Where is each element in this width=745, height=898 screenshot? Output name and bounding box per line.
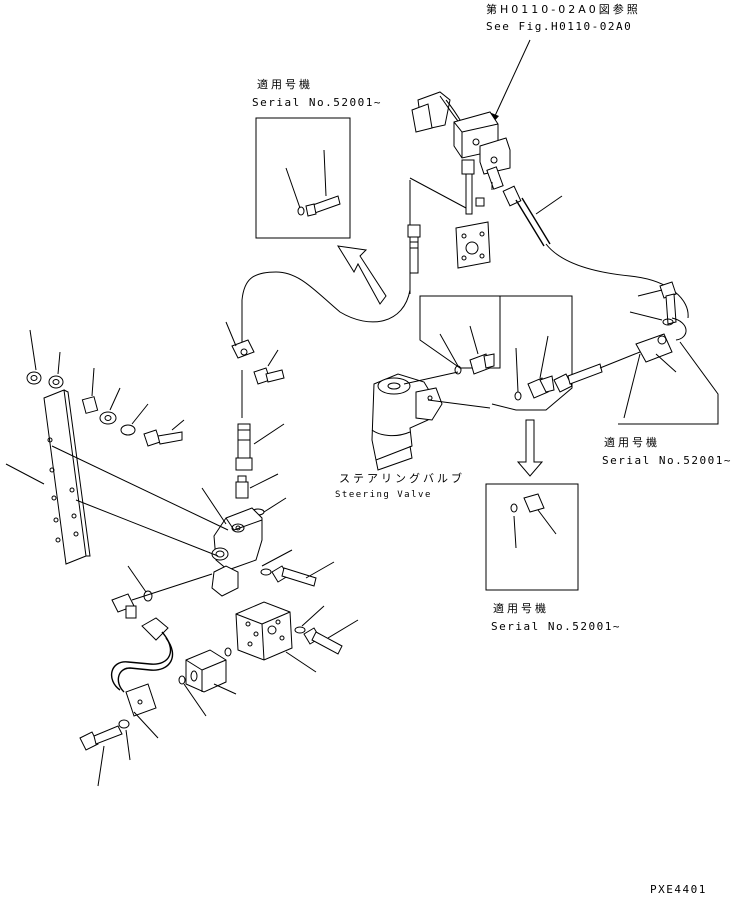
washer bbox=[26, 371, 42, 385]
clamp-bolt bbox=[253, 349, 285, 385]
lock-washer bbox=[120, 424, 136, 436]
callout-arrow-up bbox=[337, 245, 387, 305]
o-ring bbox=[178, 675, 186, 685]
leader bbox=[629, 311, 663, 321]
serial-box-3-jp: 適用号機 bbox=[604, 435, 660, 449]
leader bbox=[183, 683, 207, 717]
washer bbox=[662, 318, 674, 326]
leader bbox=[469, 325, 479, 355]
top-fig-ref-jp: 第H0110-02A0図参照 bbox=[486, 2, 641, 16]
serial-box-1-en: Serial No.52001~ bbox=[252, 96, 382, 109]
clip-clamp bbox=[225, 321, 255, 359]
leader bbox=[97, 745, 105, 787]
hex-bolt bbox=[79, 725, 123, 751]
elbow-fitting bbox=[111, 573, 213, 619]
pipe-elbow bbox=[235, 423, 253, 471]
serial-box-1-frame bbox=[255, 117, 351, 239]
leader bbox=[327, 619, 359, 639]
serial-box-2-frame bbox=[485, 483, 579, 591]
steering-valve-label-en: Steering Valve bbox=[335, 490, 432, 500]
top-fig-ref-en: See Fig.H0110-02A0 bbox=[486, 20, 632, 33]
hex-bolt bbox=[271, 565, 317, 587]
mounting-plate bbox=[5, 389, 91, 565]
hex-bolt bbox=[143, 419, 185, 447]
pipe-fitting-right bbox=[553, 351, 641, 393]
leader bbox=[439, 333, 459, 367]
washer bbox=[118, 719, 130, 729]
leader bbox=[305, 561, 335, 579]
leader bbox=[535, 195, 563, 215]
serial-box-2-en: Serial No.52001~ bbox=[491, 620, 621, 633]
pipe-clamp-right bbox=[623, 317, 687, 419]
top-valve-assembly bbox=[409, 91, 689, 319]
leader bbox=[201, 487, 227, 525]
drawing-code: PXE4401 bbox=[650, 883, 707, 896]
leader bbox=[285, 651, 317, 673]
leader bbox=[263, 497, 287, 513]
leader bbox=[253, 423, 285, 445]
long-bolt bbox=[407, 224, 421, 274]
connector bbox=[469, 353, 495, 375]
leader bbox=[261, 549, 293, 567]
serial-box-2: 適用号機 Serial No.52001~ bbox=[485, 483, 621, 633]
steering-valve-label-jp: ステアリングバルブ bbox=[339, 471, 465, 485]
washer bbox=[294, 626, 306, 634]
flange-block bbox=[185, 649, 227, 693]
guide-line bbox=[75, 499, 219, 557]
connector bbox=[527, 375, 555, 399]
o-ring bbox=[514, 391, 522, 401]
leader bbox=[133, 711, 159, 739]
leader bbox=[249, 473, 279, 489]
serial-box-2-jp: 適用号機 bbox=[493, 601, 549, 615]
pipe-line bbox=[241, 271, 411, 348]
serial-box-1: 適用号機 Serial No.52001~ bbox=[252, 77, 382, 239]
callout-arrow-down bbox=[516, 419, 544, 477]
part-frame-3 bbox=[618, 341, 719, 425]
flow-valve-block bbox=[211, 507, 263, 597]
fitting-small bbox=[235, 475, 249, 499]
hose-assembly bbox=[110, 617, 174, 717]
washer bbox=[260, 568, 272, 576]
guide-line bbox=[51, 445, 229, 531]
bolt-right bbox=[637, 281, 677, 325]
steering-valve-body bbox=[371, 371, 491, 471]
leader bbox=[127, 565, 147, 593]
nut bbox=[48, 375, 64, 389]
part-frame-2 bbox=[491, 295, 573, 411]
spacer bbox=[81, 367, 99, 414]
washer bbox=[99, 411, 117, 425]
leader bbox=[539, 335, 549, 379]
leader bbox=[213, 683, 237, 695]
serial-box-1-jp: 適用号機 bbox=[257, 77, 313, 91]
leader bbox=[515, 347, 519, 393]
leader bbox=[301, 605, 325, 627]
leader bbox=[125, 729, 131, 761]
hex-bolt bbox=[303, 627, 343, 655]
manifold-block bbox=[235, 601, 293, 661]
o-ring bbox=[224, 647, 232, 657]
top-ref-leader bbox=[493, 39, 531, 119]
serial-box-3-en: Serial No.52001~ bbox=[602, 454, 732, 467]
